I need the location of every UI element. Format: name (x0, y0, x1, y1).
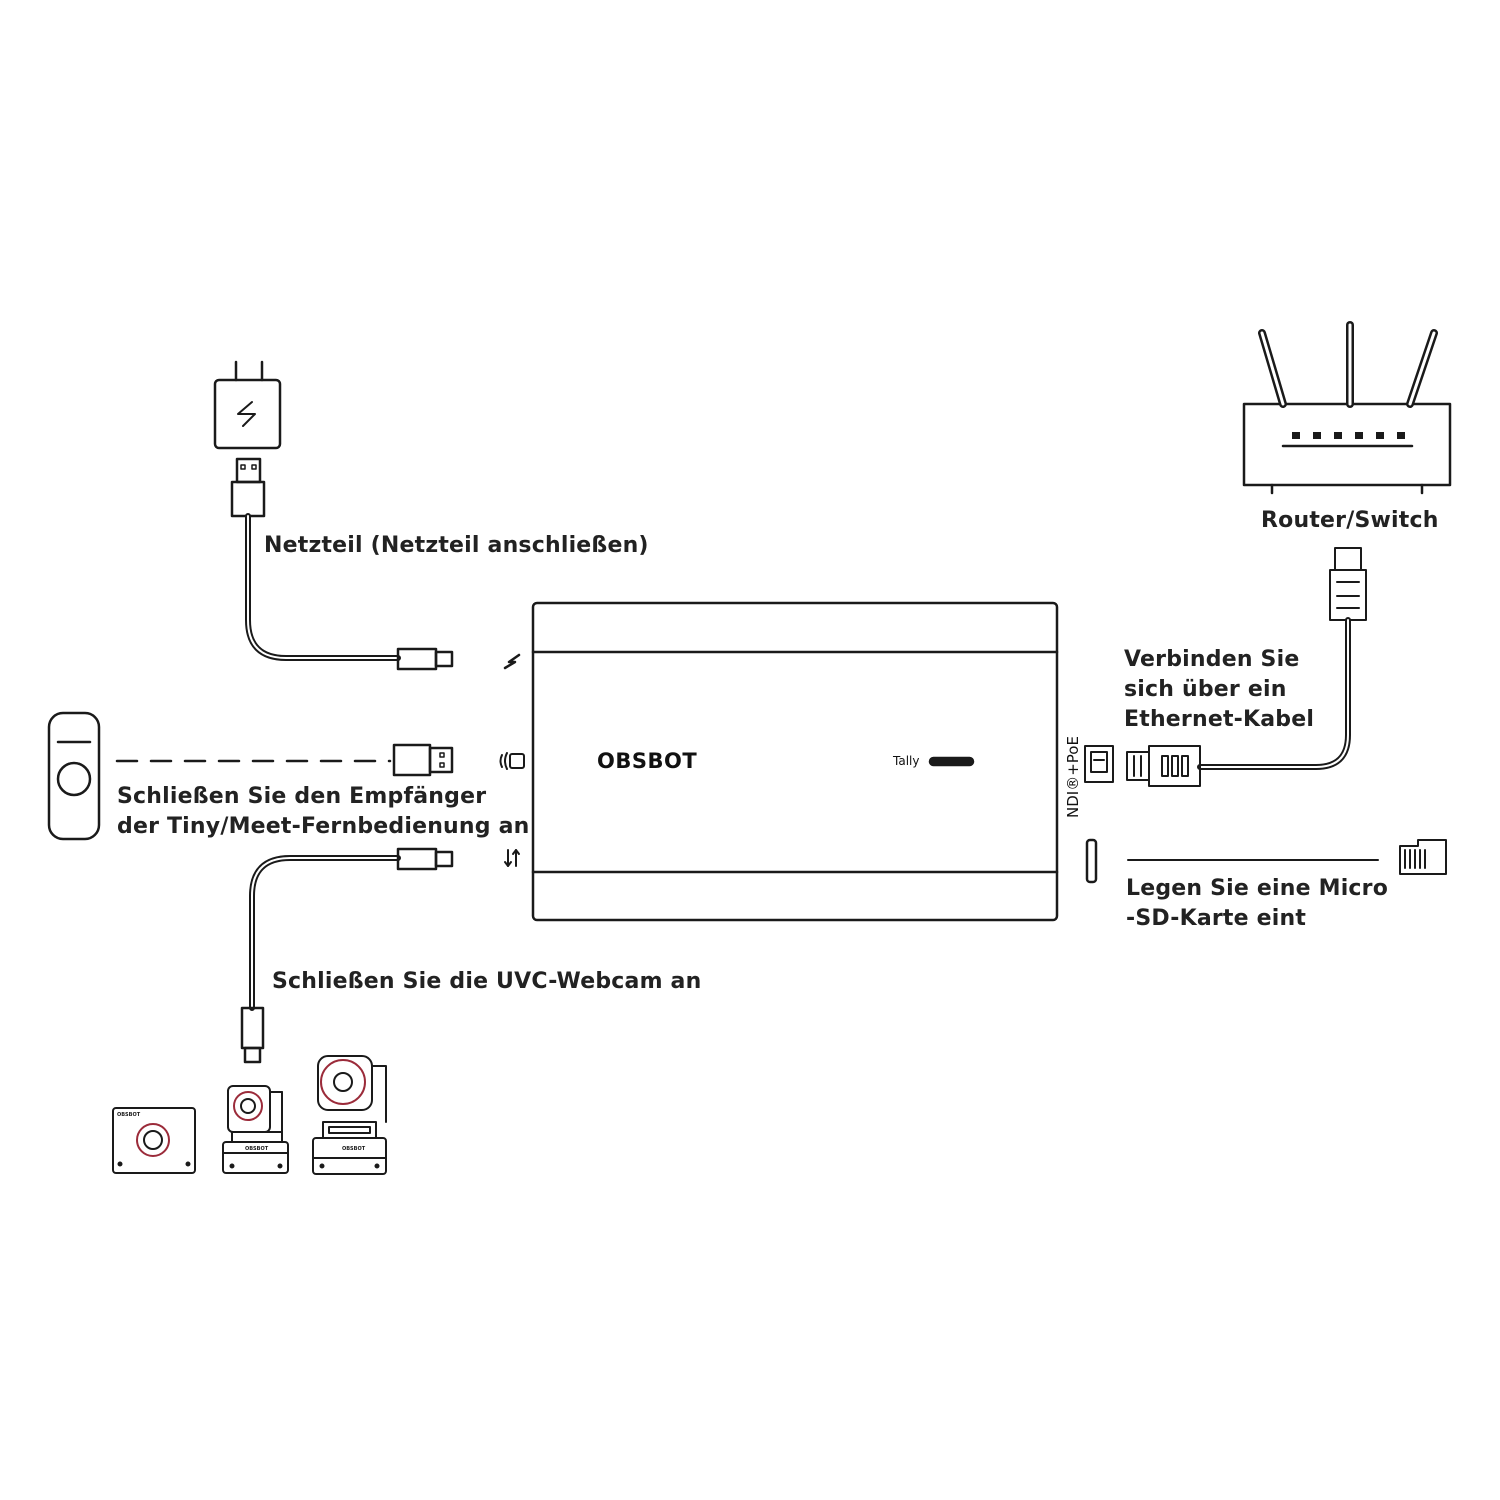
tail-brand-mark: OBSBOT (342, 1146, 366, 1152)
remote-control-icon (47, 711, 101, 841)
ethernet-label-line3: Ethernet-Kabel (1124, 707, 1315, 732)
power-label: Netzteil (Netzteil anschließen) (264, 533, 649, 558)
obsbot-hub (531, 601, 1059, 922)
rj45-plug-router (1329, 547, 1367, 621)
receiver-port-icon (499, 752, 525, 770)
power-port-icon (503, 653, 521, 670)
sd-label-line2: -SD-Karte eint (1126, 906, 1307, 931)
ethernet-label-line2: sich über ein (1124, 677, 1287, 702)
usb-receiver-dongle (392, 743, 454, 777)
webcam-label: Schließen Sie die UVC-Webcam an (272, 969, 702, 994)
ndi-poe-port-label: NDI®+PoE (1064, 736, 1082, 818)
receiver-label-line1: Schließen Sie den Empfänger (117, 784, 487, 809)
tail-ptz-camera-icon (312, 1055, 387, 1175)
router-icon (1242, 321, 1452, 495)
power-adapter-icon (213, 360, 282, 518)
sd-card-slot (1085, 838, 1098, 884)
data-port-icon (504, 849, 520, 867)
rj45-plug-hub (1126, 745, 1201, 787)
ethernet-label-line1: Verbinden Sie (1124, 647, 1300, 672)
tiny-brand-mark: OBSBOT (245, 1146, 269, 1152)
usb-c-plug-power (396, 647, 454, 671)
receiver-label-line2: der Tiny/Meet-Fernbedienung an (117, 814, 530, 839)
micro-sd-card-icon (1399, 839, 1447, 875)
router-label: Router/Switch (1261, 508, 1439, 533)
hub-brand-logo: OBSBOT (597, 749, 698, 773)
meet-webcam-icon (112, 1107, 196, 1174)
tally-label: Tally (893, 754, 920, 768)
tiny-webcam-icon (222, 1085, 289, 1174)
meet-brand-mark: OBSBOT (117, 1112, 141, 1118)
ethernet-port-icon (1084, 745, 1114, 783)
sd-label-line1: Legen Sie eine Micro (1126, 876, 1389, 901)
router-port-leds (1292, 432, 1405, 439)
usb-c-plug-webcam (240, 847, 454, 1064)
tally-light (928, 756, 975, 767)
